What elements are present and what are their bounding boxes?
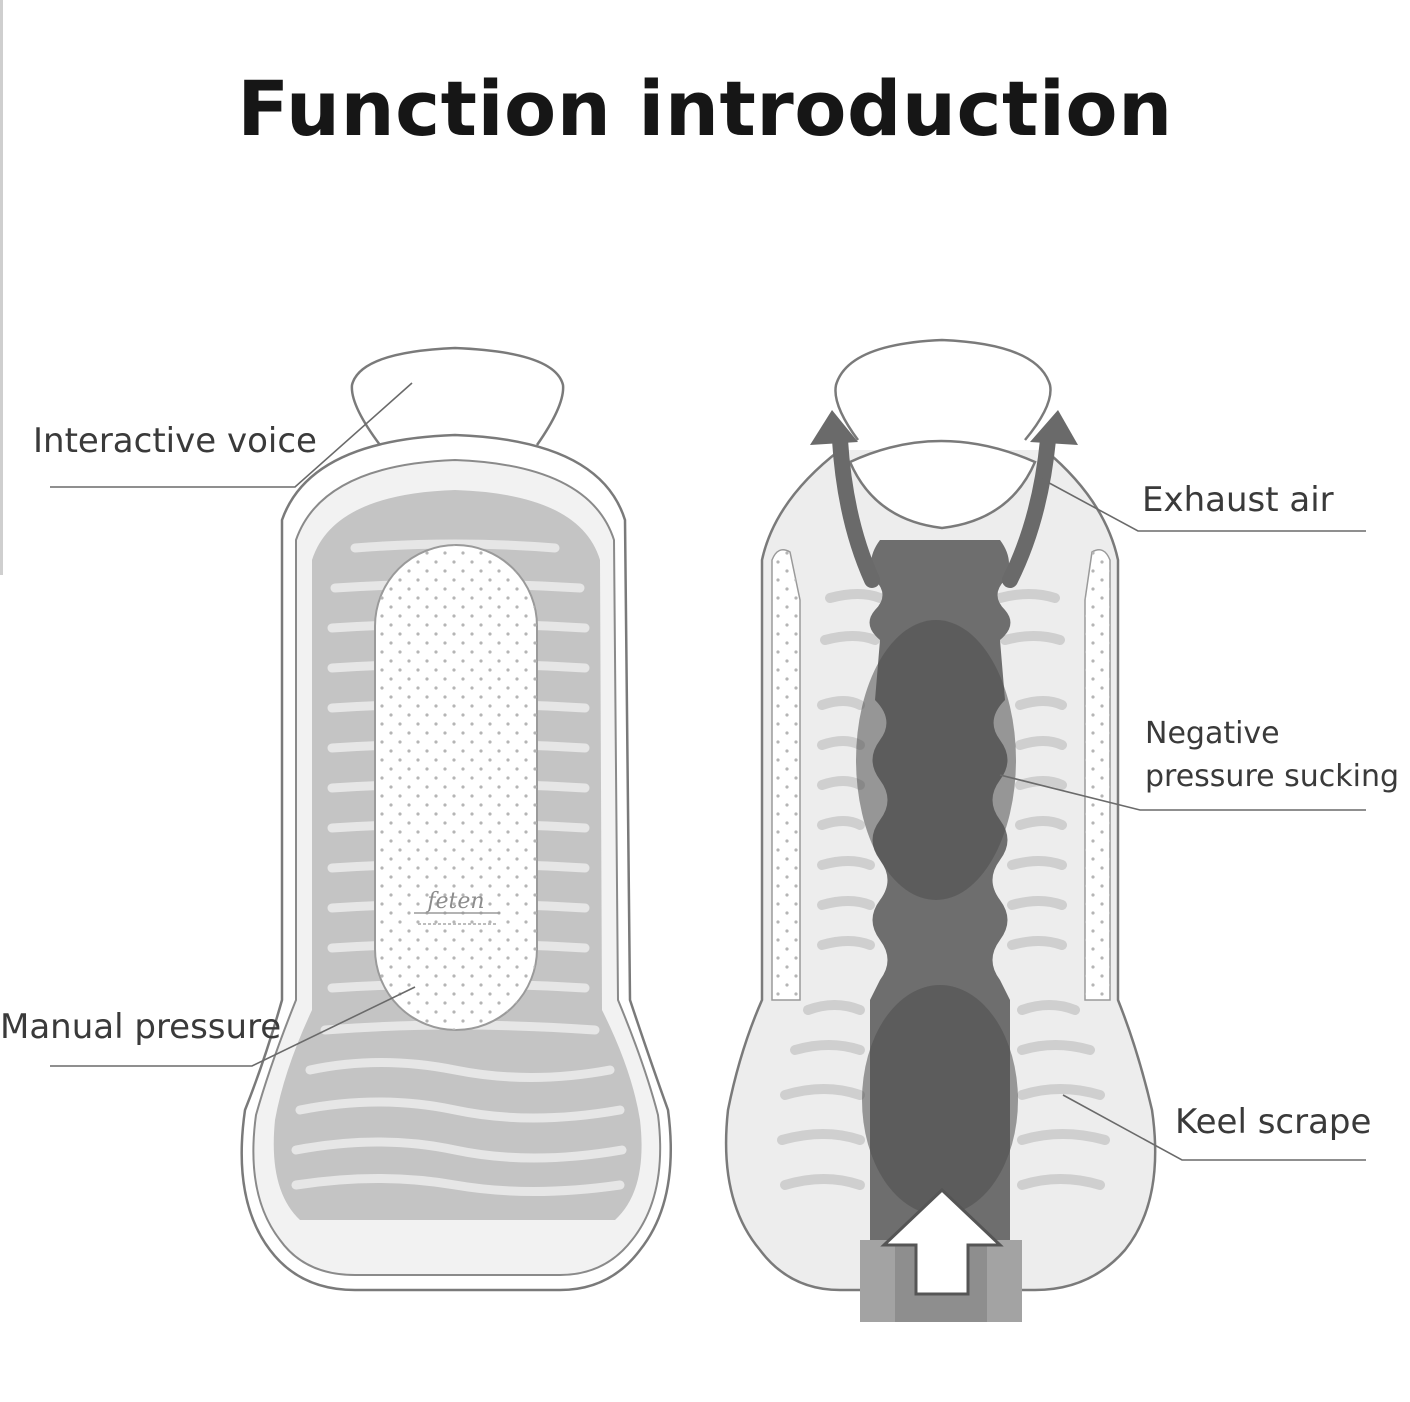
leader-keel-scrape (1062, 1094, 1366, 1161)
left-cap (350, 346, 565, 446)
right-ribs (777, 589, 1110, 1190)
right-inner-cup (848, 439, 1037, 530)
right-cap (834, 338, 1052, 441)
label-keel-scrape: Keel scrape (1175, 1102, 1372, 1142)
negative-pressure-oval-lower (862, 985, 1018, 1215)
label-manual-pressure: Manual pressure (0, 1007, 282, 1047)
page-title: Function introduction (237, 64, 1173, 153)
svg-text:feten: feten (425, 889, 484, 914)
leader-negative-pressure (999, 774, 1366, 811)
left-edge-rule (0, 0, 3, 575)
label-negative-pressure-line2: pressure sucking (1145, 759, 1400, 794)
up-arrow-icon (880, 1187, 1004, 1296)
leader-interactive-voice (50, 382, 413, 488)
brand-logo: feten (414, 889, 500, 925)
label-exhaust-air: Exhaust air (1142, 480, 1334, 520)
right-device (724, 338, 1157, 1322)
left-device: feten (240, 346, 673, 1292)
negative-pressure-oval-upper (856, 620, 1016, 900)
leader-manual-pressure (50, 986, 416, 1067)
label-negative-pressure-line1: Negative (1145, 716, 1280, 751)
leader-lines (50, 382, 1366, 1161)
leader-exhaust-air (1039, 477, 1366, 532)
exhaust-arrows-icon (810, 410, 1078, 588)
label-interactive-voice: Interactive voice (33, 421, 317, 461)
